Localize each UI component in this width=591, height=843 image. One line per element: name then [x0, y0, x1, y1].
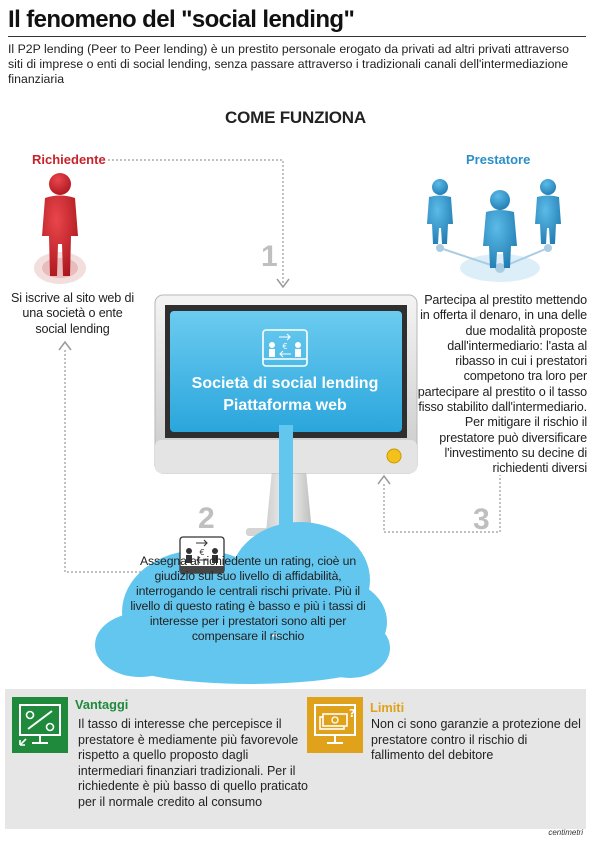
lender-label: Prestatore — [466, 152, 531, 167]
title-divider — [8, 36, 586, 37]
pros-cons-panel — [5, 689, 586, 829]
rating-description: Assegna al richiedente un rating, cioè u… — [130, 554, 366, 643]
lender-description: Partecipa al prestito mettendo in offert… — [417, 293, 587, 476]
advantages-text: Il tasso di interesse che percepisce il … — [78, 717, 309, 809]
rating-cloud — [95, 425, 390, 684]
limits-title: Limiti — [370, 700, 405, 715]
connector-step-1 — [108, 159, 284, 285]
requester-label: Richiedente — [32, 152, 106, 167]
screen-title-line2: Piattaforma web — [223, 397, 347, 414]
section-title: COME FUNZIONA — [225, 108, 366, 127]
step-number-3: 3 — [473, 503, 490, 536]
credit-logo: centimetri — [548, 828, 583, 837]
advantages-title: Vantaggi — [75, 697, 129, 712]
platform-app-icon: € — [262, 329, 308, 367]
advantages-chart-icon — [12, 697, 68, 753]
limits-text: Non ci sono garanzie a protezione del pr… — [371, 717, 581, 762]
lender-people-icon — [427, 179, 561, 282]
limits-money-icon: ? — [307, 697, 363, 753]
intro-text: Il P2P lending (Peer to Peer lending) è … — [8, 42, 569, 86]
rating-agency-icon: € — [179, 536, 225, 574]
requester-person-icon — [34, 173, 86, 284]
svg-text:€: € — [282, 342, 287, 351]
screen-title-line1: Società di social lending — [191, 375, 379, 392]
svg-text:€: € — [199, 548, 204, 557]
arrow-up-icon — [58, 340, 72, 351]
monitor-icon — [154, 294, 418, 536]
step-number-1: 1 — [261, 240, 278, 273]
requester-description: Si iscrive al sito web di una società o … — [11, 291, 134, 336]
page-title: Il fenomeno del "social lending" — [8, 6, 355, 33]
step-number-2: 2 — [198, 502, 215, 535]
svg-text:?: ? — [349, 707, 355, 720]
arrow-down-icon — [276, 278, 290, 289]
